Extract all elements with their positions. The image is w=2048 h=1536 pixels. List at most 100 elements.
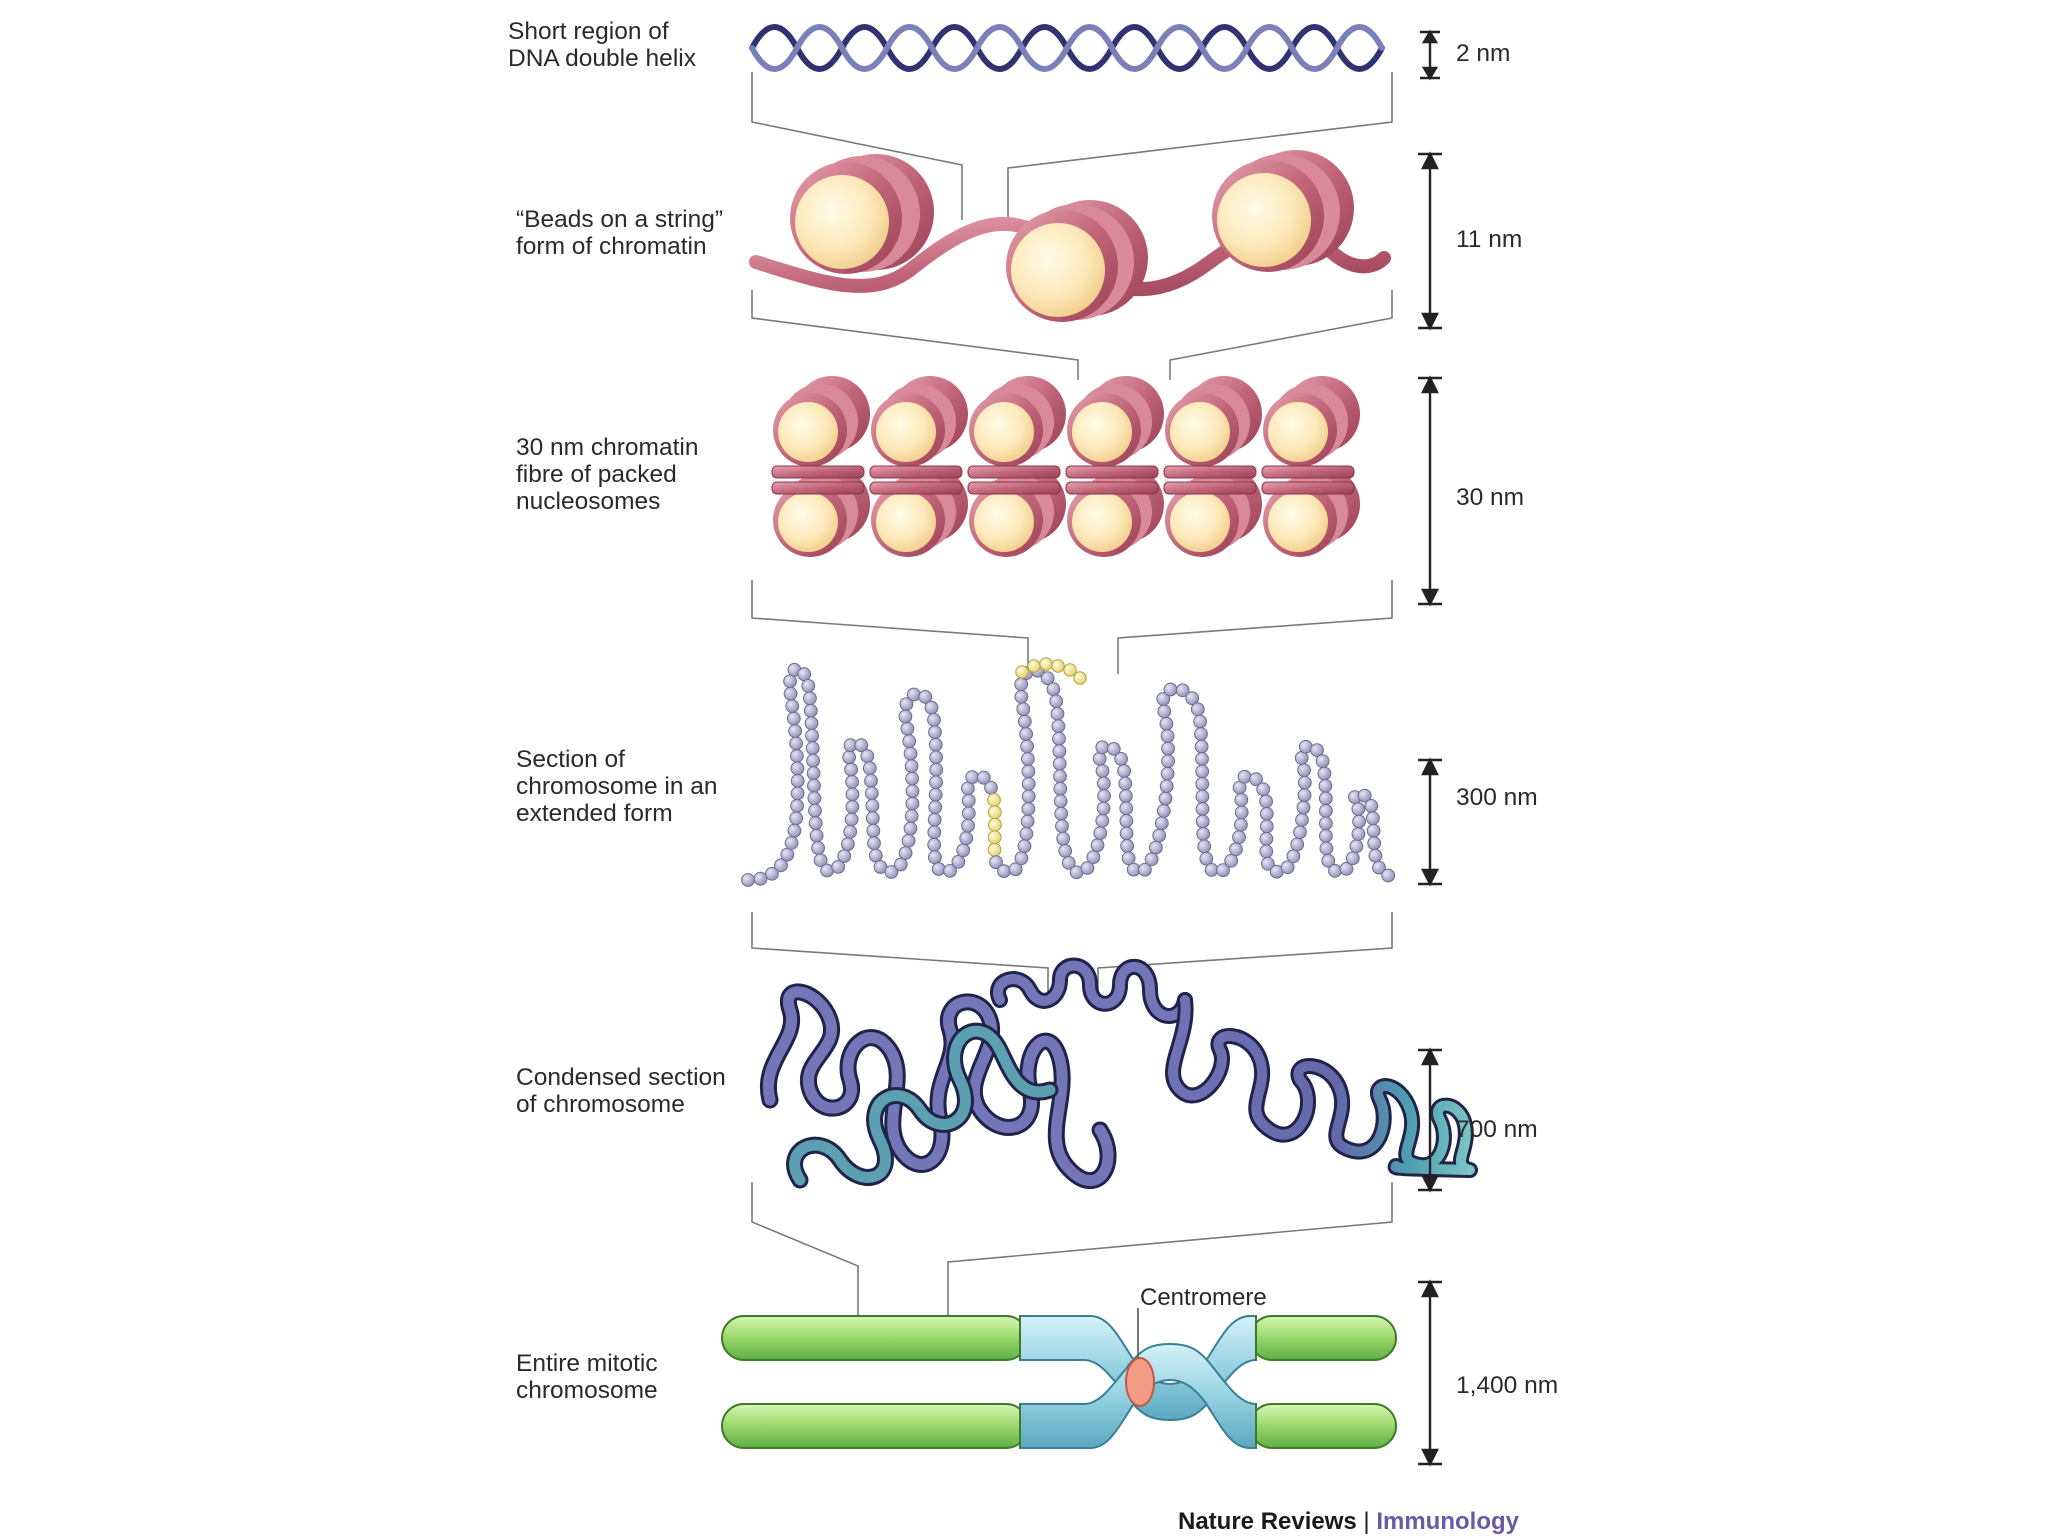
chromatin-bead <box>808 816 823 831</box>
chromatin-bead <box>1352 814 1366 829</box>
chromatin-bead <box>1194 739 1209 754</box>
chromatin-bead <box>1259 832 1274 846</box>
chromatin-bead <box>898 846 913 860</box>
chromatin-bead <box>1297 763 1311 777</box>
chromatin-bead <box>1040 671 1055 686</box>
scale-label-1400nm: 1,400 nm <box>1456 1372 1559 1399</box>
chromatin-bead <box>987 842 1002 857</box>
chromatin-bead <box>903 746 918 761</box>
chromatin-bead <box>906 687 921 702</box>
chromatin-bead <box>831 860 846 874</box>
chromatin-bead <box>790 761 805 776</box>
nucleosome <box>871 466 968 557</box>
chromatin-bead <box>989 855 1003 870</box>
scale-label-2nm: 2 nm <box>1456 40 1511 67</box>
label-line: Section of <box>516 746 625 773</box>
chromatin-bead <box>1163 682 1178 697</box>
chromatin-bead <box>1293 825 1307 840</box>
chromatin-bead <box>1021 752 1035 766</box>
label-line: fibre of packed <box>516 461 677 488</box>
chromatin-bead <box>929 750 943 765</box>
chromatin-bead <box>1229 842 1243 857</box>
chromatin-bead <box>905 771 920 786</box>
chromatin-bead <box>753 871 768 886</box>
label-line: form of chromatin <box>516 233 707 260</box>
publisher-credit: Nature Reviews | Immunology <box>1178 1508 1519 1536</box>
chromatin-bead <box>797 667 812 682</box>
chromatin-bead <box>904 759 919 773</box>
chromatin-bead <box>1195 777 1210 791</box>
chromatin-bead <box>1195 814 1210 829</box>
chromatin-bead <box>1054 806 1069 821</box>
chromatin-bead <box>1328 864 1342 878</box>
chromatin-bead <box>1019 727 1033 741</box>
condensed-chromosome-section <box>759 957 1478 1189</box>
chromatin-bead <box>928 850 942 865</box>
chromatin-bead <box>1372 860 1386 875</box>
chromatin-bead <box>1152 828 1167 843</box>
chromatin-bead <box>1119 814 1134 828</box>
chromatin-bead <box>774 858 788 873</box>
scale-arrows <box>1418 29 1442 1467</box>
chromatin-bead <box>924 700 939 715</box>
chromatin-bead <box>1216 863 1230 878</box>
chromatin-bead <box>1364 799 1379 813</box>
chromatin-bead <box>928 800 943 815</box>
linker-band <box>1065 465 1159 495</box>
nucleosome <box>969 466 1066 557</box>
nucleosome <box>1006 200 1148 322</box>
extended-chromosome-loops <box>741 657 1396 887</box>
chromatin-bead <box>1319 841 1334 856</box>
chromatin-bead <box>927 825 942 840</box>
chromatin-bead <box>1156 804 1171 818</box>
chromatin-bead <box>1351 827 1366 841</box>
linker-band <box>771 465 865 495</box>
chromatin-bead <box>1014 851 1029 866</box>
nucleosome <box>790 154 934 274</box>
nucleosome <box>1067 466 1164 557</box>
chromatin-bead <box>1159 716 1174 731</box>
chromatin-bead <box>1280 860 1295 875</box>
chromatin-bead <box>1195 802 1210 816</box>
chromatin-bead <box>1319 816 1333 831</box>
highlighted-bead <box>1015 665 1029 679</box>
centromere <box>1125 1357 1155 1407</box>
chromatin-bead <box>1296 800 1311 815</box>
chromatin-bead <box>786 711 801 726</box>
chromatin-bead <box>1118 776 1133 791</box>
chromatin-bead <box>1195 752 1209 766</box>
chromatin-bead <box>864 773 878 788</box>
chromatin-bead <box>903 821 918 836</box>
chromatin-bead <box>1008 862 1023 877</box>
chromatin-bead <box>1193 714 1207 729</box>
chromatin-bead <box>928 737 943 752</box>
chromatin-bead <box>789 811 804 826</box>
chromatin-bead <box>1092 751 1107 766</box>
chromatin-bead <box>1114 752 1128 766</box>
chromatin-bead <box>1259 807 1274 821</box>
highlighted-bead <box>1051 659 1065 673</box>
chromatin-bead <box>1351 802 1366 816</box>
nucleosome <box>1263 376 1360 467</box>
nucleosome <box>871 376 968 467</box>
centromere-label: Centromere <box>1140 1284 1267 1311</box>
chromatin-bead <box>1286 849 1301 864</box>
chromatin-bead <box>1234 793 1249 807</box>
chromatin-bead <box>1117 764 1131 778</box>
chromatin-bead <box>931 862 946 876</box>
chromatin-bead <box>864 786 879 801</box>
chromatin-bead <box>900 721 915 736</box>
chromatin-bead <box>785 699 800 713</box>
nucleosome <box>1165 376 1262 467</box>
scale-label-11nm: 11 nm <box>1456 226 1523 253</box>
chromatin-bead <box>1096 801 1111 816</box>
chromatin-bead <box>898 709 913 724</box>
chromatin-bead <box>927 713 941 727</box>
scale-label-700nm: 700 nm <box>1456 1116 1538 1143</box>
chromatin-bead <box>1095 740 1110 755</box>
chromatin-bead <box>803 691 817 706</box>
chromatin-bead <box>1056 831 1071 846</box>
chromatin-bead <box>1050 706 1065 721</box>
